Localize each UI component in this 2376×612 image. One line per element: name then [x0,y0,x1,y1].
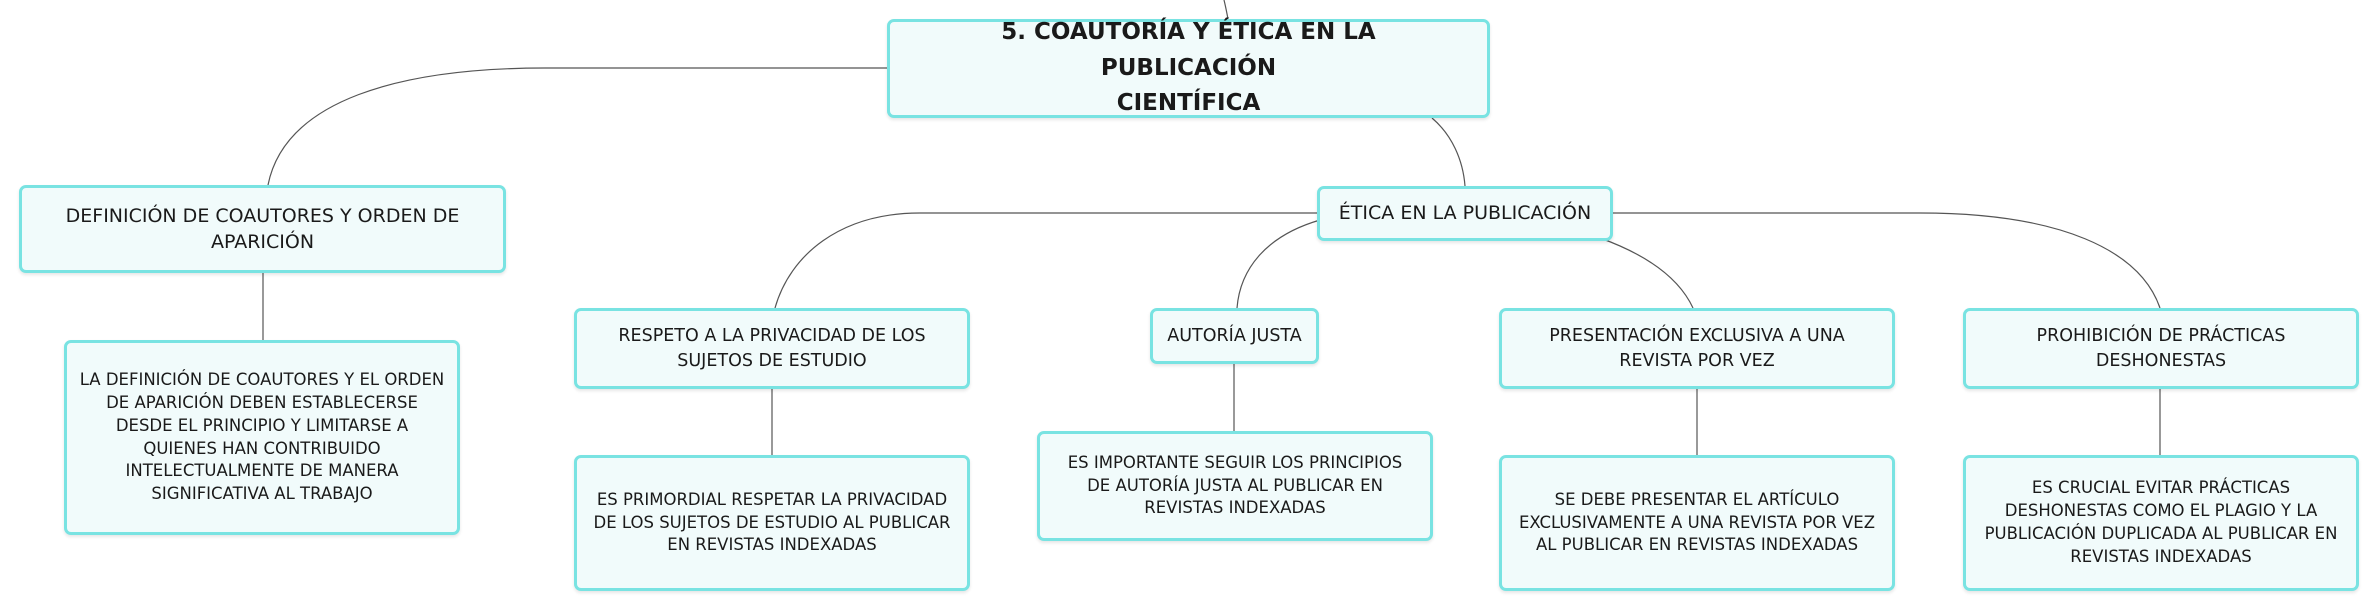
connector-etica-presentacion [1599,237,1694,309]
connector-root-definicion [267,67,887,186]
definicion-coautores-node[interactable]: DEFINICIÓN DE COAUTORES Y ORDEN DE APARI… [19,185,506,273]
prohibicion-practicas-detail-node[interactable]: ES CRUCIAL EVITAR PRÁCTICAS DESHONESTAS … [1963,455,2359,591]
prohibicion-practicas-node[interactable]: PROHIBICIÓN DE PRÁCTICAS DESHONESTAS [1963,308,2359,389]
root-node[interactable]: 5. COAUTORÍA Y ÉTICA EN LA PUBLICACIÓN C… [887,19,1490,118]
root-label-line2: CIENTÍFICA [1116,90,1261,117]
respeto-privacidad-detail-node[interactable]: ES PRIMORDIAL RESPETAR LA PRIVACIDAD DE … [574,455,970,591]
definicion-coautores-detail-text: LA DEFINICIÓN DE COAUTORES Y EL ORDEN DE… [79,370,445,504]
presentacion-exclusiva-node[interactable]: PRESENTACIÓN EXCLUSIVA A UNA REVISTA POR… [1499,308,1895,389]
respeto-privacidad-node[interactable]: RESPETO A LA PRIVACIDAD DE LOS SUJETOS D… [574,308,970,389]
etica-publicacion-node[interactable]: ÉTICA EN LA PUBLICACIÓN [1317,186,1613,241]
root-label-line1: 5. COAUTORÍA Y ÉTICA EN LA PUBLICACIÓN [1001,19,1376,81]
autoria-justa-detail-text: ES IMPORTANTE SEGUIR LOS PRINCIPIOS DE A… [1067,452,1403,518]
prohibicion-practicas-detail-text: ES CRUCIAL EVITAR PRÁCTICAS DESHONESTAS … [1984,478,2338,566]
etica-publicacion-label: ÉTICA EN LA PUBLICACIÓN [1338,202,1592,225]
autoria-justa-node[interactable]: AUTORÍA JUSTA [1150,308,1319,364]
presentacion-exclusiva-detail-node[interactable]: SE DEBE PRESENTAR EL ARTÍCULO EXCLUSIVAM… [1499,455,1895,591]
definicion-coautores-detail-node[interactable]: LA DEFINICIÓN DE COAUTORES Y EL ORDEN DE… [64,340,460,535]
respeto-privacidad-label: RESPETO A LA PRIVACIDAD DE LOS SUJETOS D… [618,326,926,371]
connector-etica-prohibicion [1613,212,2161,309]
connector-root-etica [1431,117,1466,187]
presentacion-exclusiva-label: PRESENTACIÓN EXCLUSIVA A UNA REVISTA POR… [1549,326,1845,371]
prohibicion-practicas-label: PROHIBICIÓN DE PRÁCTICAS DESHONESTAS [2036,326,2286,371]
autoria-justa-detail-node[interactable]: ES IMPORTANTE SEGUIR LOS PRINCIPIOS DE A… [1037,431,1433,541]
connector-etica-respeto [774,212,1317,309]
respeto-privacidad-detail-text: ES PRIMORDIAL RESPETAR LA PRIVACIDAD DE … [593,489,951,555]
definicion-coautores-label: DEFINICIÓN DE COAUTORES Y ORDEN DE APARI… [65,204,460,253]
connector-etica-autoria [1236,219,1321,309]
presentacion-exclusiva-detail-text: SE DEBE PRESENTAR EL ARTÍCULO EXCLUSIVAM… [1518,489,1876,555]
root-node-label: 5. COAUTORÍA Y ÉTICA EN LA PUBLICACIÓN C… [930,15,1447,122]
autoria-justa-label: AUTORÍA JUSTA [1167,325,1302,346]
